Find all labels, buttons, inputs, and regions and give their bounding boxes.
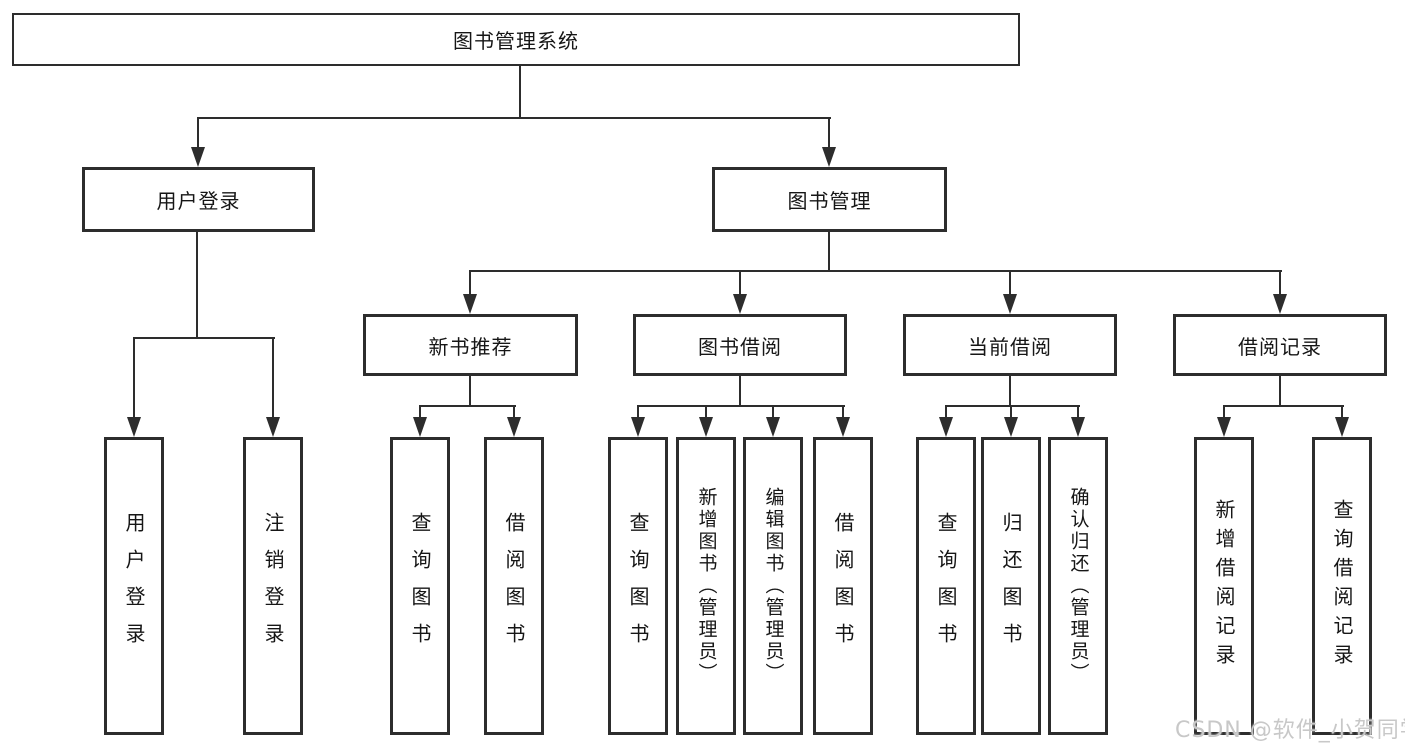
connector-drop-new-book-rec <box>469 270 471 296</box>
leaf-borrow-books-under-borrowing: 借阅图书 <box>813 437 873 735</box>
leaf-borrow-books-under-recommendation: 借阅图书 <box>484 437 544 735</box>
arrowhead-new-book-rec <box>463 294 477 314</box>
connector-book-borrow-stem <box>739 376 741 407</box>
connector-drop-edit-books <box>772 405 774 419</box>
connector-drop-book-mgmt <box>828 117 830 149</box>
connector-drop-query-books-1 <box>419 405 421 419</box>
connector-drop-user-login <box>197 117 199 149</box>
node-label: 查询图书 <box>626 512 650 660</box>
arrowhead-query-books-2 <box>631 417 645 437</box>
arrowhead-borrow-books-1 <box>507 417 521 437</box>
arrowhead-query-books-3 <box>939 417 953 437</box>
arrowhead-query-books-1 <box>413 417 427 437</box>
node-current-borrowing: 当前借阅 <box>903 314 1117 376</box>
arrowhead-borrow-records <box>1273 294 1287 314</box>
node-label: 用户登录 <box>156 189 241 213</box>
node-label: 查询图书 <box>934 512 958 660</box>
connector-drop-borrow-books-2 <box>842 405 844 419</box>
connector-book-borrow-rail <box>637 405 845 407</box>
arrowhead-user-login <box>191 147 205 167</box>
node-label: 用户登录 <box>122 512 146 660</box>
leaf-logout: 注销登录 <box>243 437 303 735</box>
arrowhead-login-leaf <box>127 417 141 437</box>
arrowhead-add-record <box>1217 417 1231 437</box>
arrowhead-current-borrow <box>1003 294 1017 314</box>
node-label: 查询图书 <box>408 512 432 660</box>
node-label: 图书借阅 <box>698 334 782 359</box>
node-borrowing-records: 借阅记录 <box>1173 314 1387 376</box>
leaf-add-books-admin: 新增图书（管理员） <box>676 437 736 735</box>
connector-drop-current-borrow <box>1009 270 1011 296</box>
node-label: 编辑图书（管理员） <box>762 487 785 685</box>
connector-drop-borrow-records <box>1279 270 1281 296</box>
node-label: 查询借阅记录 <box>1330 499 1354 673</box>
leaf-confirm-return-admin: 确认归还（管理员） <box>1048 437 1108 735</box>
leaf-add-borrow-record: 新增借阅记录 <box>1194 437 1254 735</box>
arrowhead-book-borrow <box>733 294 747 314</box>
connector-drop-query-record <box>1341 405 1343 419</box>
connector-book-mgmt-rail <box>469 270 1282 272</box>
node-library-management-system: 图书管理系统 <box>12 13 1020 66</box>
connector-borrow-records-rail <box>1223 405 1344 407</box>
node-label: 图书管理系统 <box>453 29 579 53</box>
connector-borrow-records-stem <box>1279 376 1281 407</box>
connector-current-borrow-stem <box>1009 376 1011 407</box>
arrowhead-edit-books <box>766 417 780 437</box>
arrowhead-return-books <box>1004 417 1018 437</box>
arrowhead-add-books <box>699 417 713 437</box>
node-label: 借阅图书 <box>831 512 855 660</box>
node-book-borrowing: 图书借阅 <box>633 314 847 376</box>
connector-drop-confirm-return <box>1077 405 1079 419</box>
connector-current-borrow-rail <box>945 405 1080 407</box>
node-label: 注销登录 <box>261 512 285 660</box>
connector-drop-logout-leaf <box>272 337 274 419</box>
arrowhead-logout-leaf <box>266 417 280 437</box>
csdn-watermark: CSDN @软件_小贺同学 <box>1175 718 1405 743</box>
connector-drop-add-books <box>705 405 707 419</box>
connector-root-stem <box>519 66 521 119</box>
node-label: 归还图书 <box>999 512 1023 660</box>
arrowhead-borrow-books-2 <box>836 417 850 437</box>
node-label: 借阅图书 <box>502 512 526 660</box>
node-label: 新增借阅记录 <box>1212 499 1236 673</box>
leaf-query-borrow-record: 查询借阅记录 <box>1312 437 1372 735</box>
connector-drop-login-leaf <box>133 337 135 419</box>
leaf-query-books-under-recommendation: 查询图书 <box>390 437 450 735</box>
node-label: 图书管理 <box>787 189 872 213</box>
arrowhead-confirm-return <box>1071 417 1085 437</box>
arrowhead-query-record <box>1335 417 1349 437</box>
connector-book-mgmt-stem <box>828 232 830 272</box>
leaf-query-books-under-borrowing: 查询图书 <box>608 437 668 735</box>
node-new-book-recommendation: 新书推荐 <box>363 314 578 376</box>
node-label: 新增图书（管理员） <box>695 487 718 685</box>
node-label: 当前借阅 <box>968 334 1052 359</box>
leaf-user-login: 用户登录 <box>104 437 164 735</box>
node-label: 借阅记录 <box>1238 334 1322 359</box>
arrowhead-book-mgmt <box>822 147 836 167</box>
node-user-login: 用户登录 <box>82 167 315 232</box>
connector-drop-add-record <box>1223 405 1225 419</box>
connector-drop-query-books-2 <box>637 405 639 419</box>
leaf-edit-books-admin: 编辑图书（管理员） <box>743 437 803 735</box>
leaf-return-books: 归还图书 <box>981 437 1041 735</box>
connector-new-book-rec-stem <box>469 376 471 407</box>
node-label: 新书推荐 <box>428 334 513 359</box>
connector-drop-return-books <box>1010 405 1012 419</box>
node-book-management: 图书管理 <box>712 167 947 232</box>
connector-new-book-rec-rail <box>419 405 516 407</box>
connector-root-rail <box>197 117 831 119</box>
node-label: 确认归还（管理员） <box>1067 487 1090 685</box>
leaf-query-books-under-current: 查询图书 <box>916 437 976 735</box>
connector-user-login-rail <box>133 337 275 339</box>
connector-user-login-stem <box>196 232 198 339</box>
connector-drop-book-borrow <box>739 270 741 296</box>
connector-drop-query-books-3 <box>945 405 947 419</box>
connector-drop-borrow-books-1 <box>513 405 515 419</box>
